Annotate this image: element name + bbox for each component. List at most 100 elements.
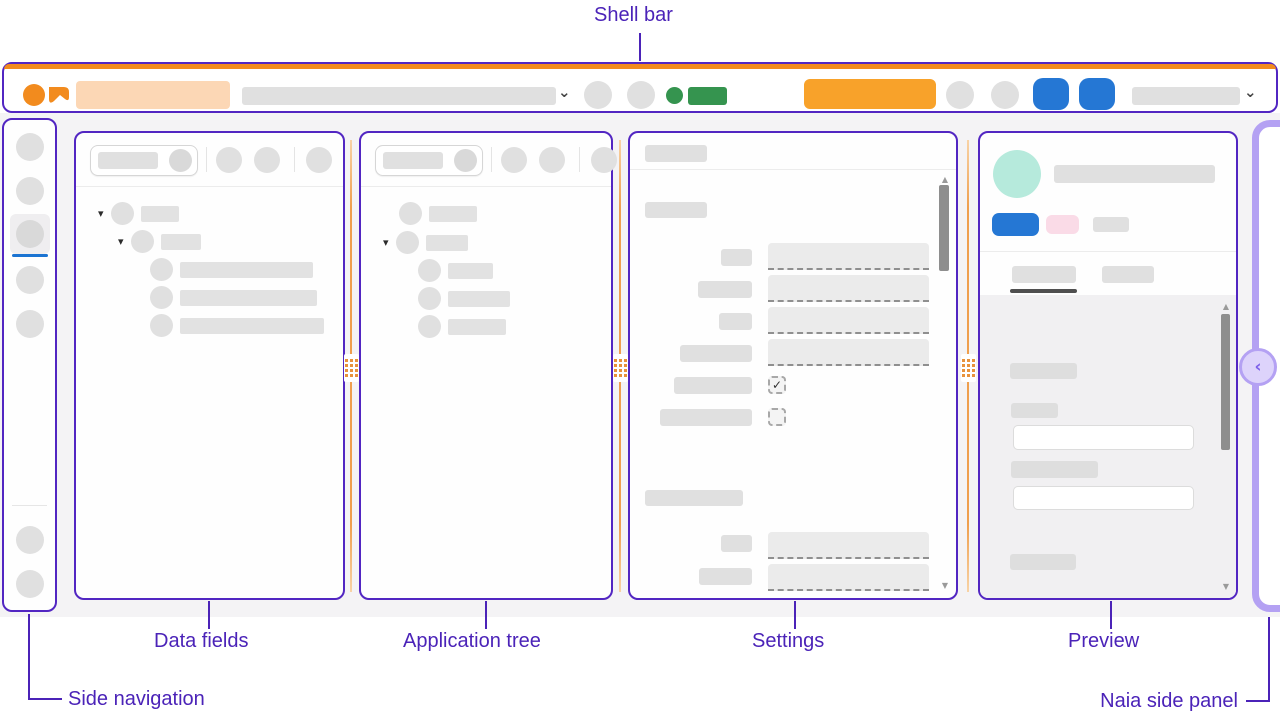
- secondary-button[interactable]: [1046, 215, 1079, 234]
- tree-node[interactable]: [418, 315, 506, 338]
- toolbar-divider: [579, 147, 580, 172]
- tree-node[interactable]: [150, 314, 324, 337]
- splitter-grip[interactable]: [344, 354, 359, 382]
- connector-data-fields: [208, 601, 210, 629]
- tab[interactable]: [1102, 266, 1154, 283]
- context-selector-placeholder[interactable]: [242, 87, 556, 105]
- connector-application-tree: [485, 601, 487, 629]
- search-icon[interactable]: [454, 149, 477, 172]
- toolbar-button[interactable]: [591, 147, 617, 173]
- search-icon[interactable]: [169, 149, 192, 172]
- scroll-down-icon[interactable]: ▼: [941, 581, 948, 590]
- nav-item-icon[interactable]: [16, 266, 44, 294]
- node-label-placeholder: [180, 261, 313, 278]
- scroll-up-icon[interactable]: ▲: [1222, 302, 1229, 311]
- toolbar-button[interactable]: [254, 147, 280, 173]
- scrollbar-thumb[interactable]: [939, 185, 949, 271]
- user-menu-placeholder[interactable]: [1132, 87, 1240, 105]
- tree-node[interactable]: [399, 202, 477, 225]
- side-navigation: [2, 118, 57, 612]
- annotation-application-tree: Application tree: [403, 630, 541, 652]
- preview-input[interactable]: [1013, 425, 1194, 450]
- chevron-left-icon: ‹: [1254, 356, 1262, 377]
- scroll-down-icon[interactable]: ▼: [1222, 582, 1229, 591]
- node-icon: [399, 202, 422, 225]
- shell-action-button[interactable]: [584, 81, 612, 109]
- form-input[interactable]: [768, 564, 929, 591]
- assistant-button[interactable]: [1079, 78, 1115, 110]
- toolbar-button[interactable]: [306, 147, 332, 173]
- scrollbar-thumb[interactable]: [1221, 314, 1230, 450]
- form-input[interactable]: [768, 532, 929, 559]
- splitter-grip[interactable]: [613, 354, 628, 382]
- shell-action-button[interactable]: [627, 81, 655, 109]
- nav-item-icon[interactable]: [16, 570, 44, 598]
- nav-item-icon[interactable]: [16, 526, 44, 554]
- nav-item-icon: [16, 220, 44, 248]
- connector-shell-bar: [639, 33, 641, 61]
- tree-node[interactable]: ▾: [383, 231, 468, 254]
- field-label-placeholder: [674, 377, 752, 394]
- form-input[interactable]: [768, 339, 929, 366]
- caret-down-icon[interactable]: ▾: [383, 236, 389, 249]
- annotation-shell-bar: Shell bar: [594, 4, 673, 26]
- field-label-placeholder: [721, 249, 752, 266]
- checkbox-checked[interactable]: ✓: [768, 376, 786, 394]
- field-label-placeholder: [721, 535, 752, 552]
- tree-node[interactable]: ▾: [118, 230, 201, 253]
- node-icon: [395, 231, 419, 254]
- caret-down-icon[interactable]: ▾: [118, 235, 124, 248]
- connector-settings: [794, 601, 796, 629]
- tree-node[interactable]: ▾: [98, 202, 179, 225]
- connector-naia-v: [1268, 617, 1270, 702]
- node-icon: [418, 315, 441, 338]
- search-input[interactable]: [90, 145, 198, 176]
- tree-node[interactable]: [150, 258, 313, 281]
- form-input[interactable]: [768, 243, 929, 270]
- chevron-down-icon[interactable]: ⌄: [1244, 83, 1257, 101]
- company-logo-icon[interactable]: [23, 84, 45, 106]
- primary-action-button[interactable]: [804, 79, 936, 109]
- avatar: [993, 150, 1041, 198]
- toolbar-button[interactable]: [501, 147, 527, 173]
- nav-item-icon[interactable]: [16, 133, 44, 161]
- tree-node[interactable]: [418, 287, 510, 310]
- search-placeholder: [383, 152, 443, 169]
- nav-item-icon[interactable]: [16, 310, 44, 338]
- toolbar-button[interactable]: [539, 147, 565, 173]
- tab-selected[interactable]: [1012, 266, 1076, 283]
- splitter-grip[interactable]: [961, 354, 976, 382]
- naia-collapse-button[interactable]: ‹: [1239, 348, 1277, 386]
- nav-item-selected[interactable]: [10, 214, 50, 257]
- checkbox-unchecked[interactable]: [768, 408, 786, 426]
- preview-input[interactable]: [1013, 486, 1194, 510]
- form-input[interactable]: [768, 275, 929, 302]
- search-input[interactable]: [375, 145, 483, 176]
- header-separator: [980, 251, 1236, 252]
- shell-action-button[interactable]: [991, 81, 1019, 109]
- node-icon: [150, 314, 173, 337]
- scroll-up-icon[interactable]: ▲: [941, 175, 948, 184]
- caret-down-icon[interactable]: ▾: [98, 207, 104, 220]
- node-icon: [130, 230, 154, 253]
- field-label-placeholder: [699, 568, 752, 585]
- field-label-placeholder: [698, 281, 752, 298]
- copilot-button[interactable]: [1033, 78, 1069, 110]
- primary-button[interactable]: [992, 213, 1039, 236]
- nav-selected-indicator: [12, 254, 48, 257]
- node-label-placeholder: [448, 318, 506, 335]
- tree-node[interactable]: [150, 286, 317, 309]
- nav-item-icon[interactable]: [16, 177, 44, 205]
- chevron-down-icon[interactable]: ⌄: [558, 83, 571, 101]
- content-heading-placeholder: [1010, 363, 1077, 379]
- form-input[interactable]: [768, 307, 929, 334]
- preview-panel: ▲ ▼: [978, 131, 1238, 600]
- app-title-placeholder: [76, 81, 230, 109]
- node-icon: [110, 202, 134, 225]
- tree-node[interactable]: [418, 259, 493, 282]
- tab-selected-indicator: [1010, 289, 1077, 293]
- toolbar-button[interactable]: [216, 147, 242, 173]
- shell-action-button[interactable]: [946, 81, 974, 109]
- annotation-side-navigation: Side navigation: [68, 688, 205, 710]
